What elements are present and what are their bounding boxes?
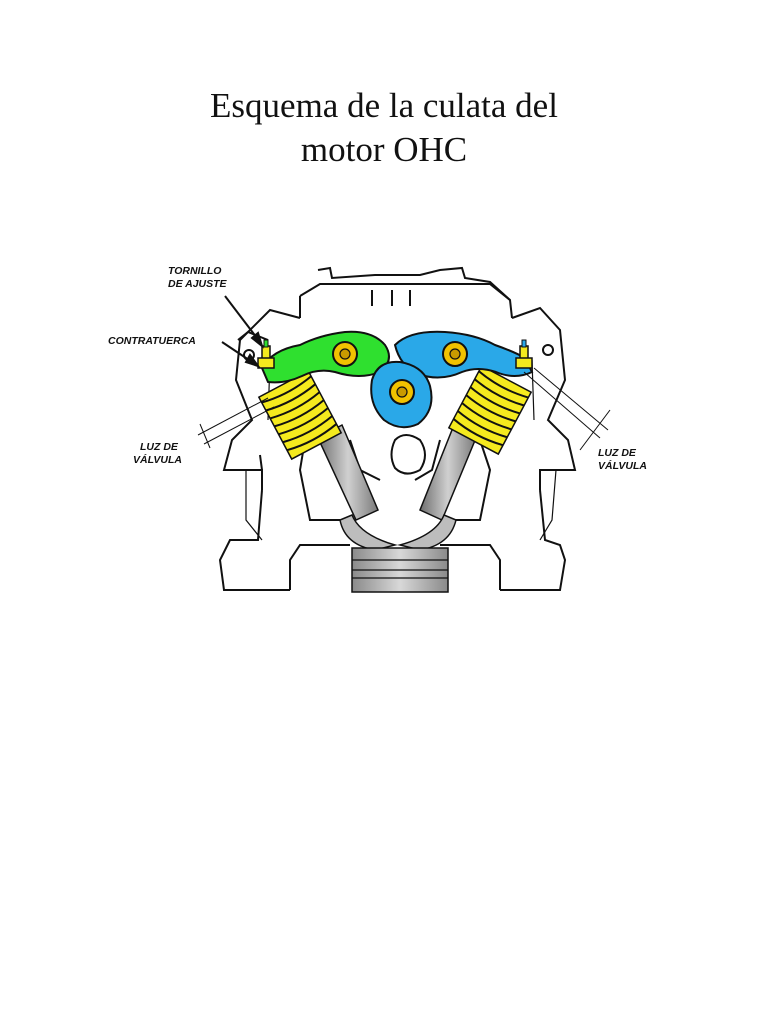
clearance-right-label-line1: LUZ DE: [598, 447, 637, 459]
intake-rocker-arm: [260, 330, 390, 384]
page-title: Esquema de la culata del motor OHC: [0, 84, 768, 172]
intake-valve: [317, 423, 398, 551]
title-line-1: Esquema de la culata del: [210, 86, 558, 125]
exhaust-valve-spring: [447, 364, 533, 456]
adjust-screw-label-line2: DE AJUSTE: [168, 278, 228, 290]
camshaft-lobe: [370, 360, 433, 429]
cylinder-head-body: [218, 266, 577, 591]
clearance-left-label-line2: VÁLVULA: [133, 453, 182, 466]
adjust-screw-label-line1: TORNILLO: [168, 265, 221, 277]
piston: [351, 547, 449, 593]
cylinder-head-diagram: TORNILLO DE AJUSTE CONTRATUERCA LUZ DE V…: [108, 265, 647, 593]
clearance-indicators: [197, 367, 611, 451]
clearance-right-label-line2: VÁLVULA: [598, 459, 647, 472]
label-leaders: [221, 295, 264, 368]
exhaust-rocker-arm: [393, 330, 534, 379]
right-adjusting-screw: [515, 339, 533, 369]
left-adjusting-screw: [257, 339, 275, 369]
locknut-label: CONTRATUERCA: [108, 335, 196, 347]
clearance-left-label-line1: LUZ DE: [140, 441, 179, 453]
title-line-2: motor OHC: [300, 130, 468, 169]
